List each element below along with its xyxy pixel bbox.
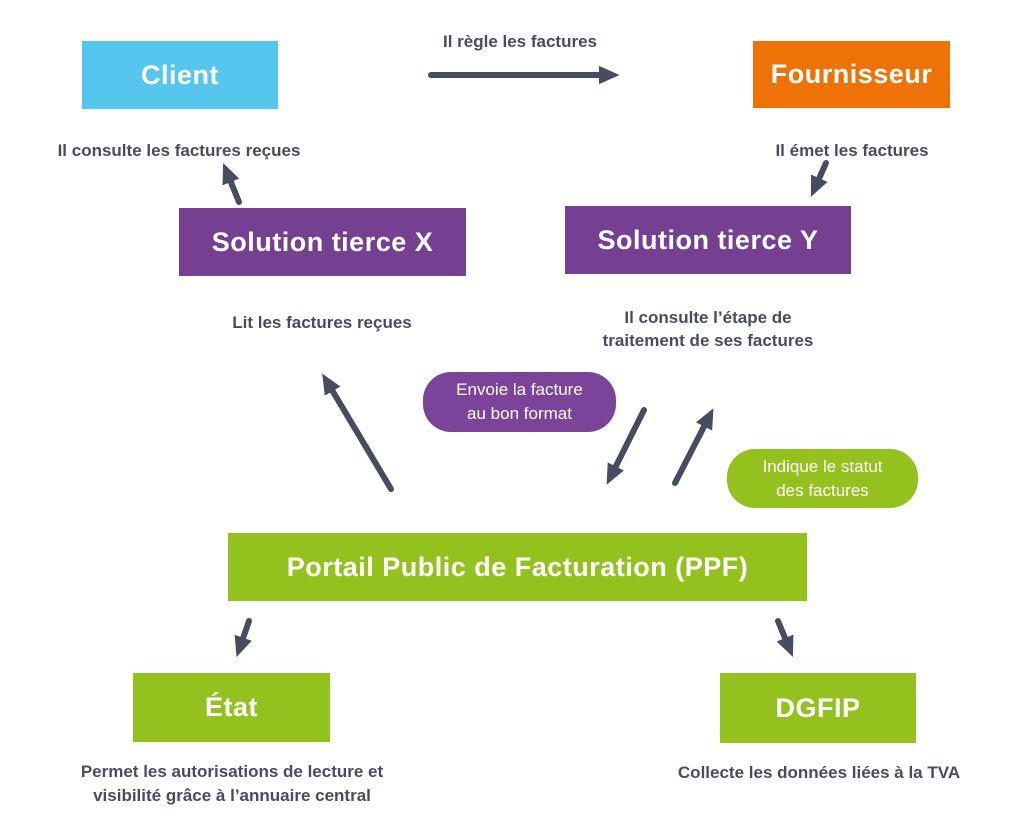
caption-regle-les-factures: Il règle les factures (442, 32, 598, 51)
arrow-solution-x-to-client-caption (222, 162, 242, 205)
node-solution-tierce-y: Solution tierce Y (565, 206, 851, 274)
node-fournisseur-label: Fournisseur (770, 59, 933, 89)
arrow-ppf-to-solution-y (672, 408, 714, 486)
caption-emet-les-factures: Il émet les factures (775, 141, 929, 160)
caption-collecte-tva: Collecte les données liées à la TVA (677, 763, 961, 782)
caption-lit-factures-recues: Lit les factures reçues (232, 313, 412, 332)
node-client: Client (82, 41, 278, 109)
caption-consulte-factures-recues: Il consulte les factures reçues (57, 141, 301, 160)
caption-consulte-etape-line2: traitement de ses factures (602, 331, 814, 350)
node-fournisseur: Fournisseur (753, 41, 950, 108)
node-etat: État (133, 673, 330, 742)
caption-permet-line1: Permet les autorisations de lecture et (80, 762, 384, 781)
arrow-ppf-to-etat (234, 618, 252, 658)
caption-permet-line2: visibilité grâce à l’annuaire central (93, 786, 371, 805)
caption-consulte-etape-traitement: Il consulte l’étape de traitement de ses… (603, 306, 814, 352)
node-etat-label: État (204, 692, 258, 722)
arrow-ppf-to-solution-x (322, 373, 394, 492)
caption-consulte-etape-line1: Il consulte l’étape de (624, 308, 792, 327)
node-client-label: Client (140, 59, 219, 90)
arrow-ppf-to-dgfip (775, 618, 794, 657)
pill-indique-line1: Indique le statut (762, 456, 883, 476)
node-dgfip: DGFIP (720, 673, 916, 743)
node-dgfip-label: DGFIP (775, 692, 861, 723)
pill-envoie-facture: Envoie la facture au bon format (423, 372, 616, 432)
node-solution-tierce-x: Solution tierce X (179, 208, 466, 276)
arrow-solution-y-to-ppf (606, 407, 647, 485)
node-ppf-label: Portail Public de Facturation (PPF) (286, 551, 749, 582)
pill-envoie-line2: au bon format (467, 404, 572, 423)
pill-indique-line2: des factures (776, 480, 869, 500)
arrow-fournisseur-to-solution-y (810, 160, 829, 197)
pill-indique-statut: Indique le statut des factures (727, 449, 918, 508)
node-ppf: Portail Public de Facturation (PPF) (228, 533, 807, 601)
node-solution-tierce-x-label: Solution tierce X (211, 226, 434, 257)
pill-envoie-line1: Envoie la facture (456, 380, 583, 399)
caption-permet-autorisations: Permet les autorisations de lecture et v… (81, 760, 383, 808)
node-solution-tierce-y-label: Solution tierce Y (597, 224, 819, 255)
